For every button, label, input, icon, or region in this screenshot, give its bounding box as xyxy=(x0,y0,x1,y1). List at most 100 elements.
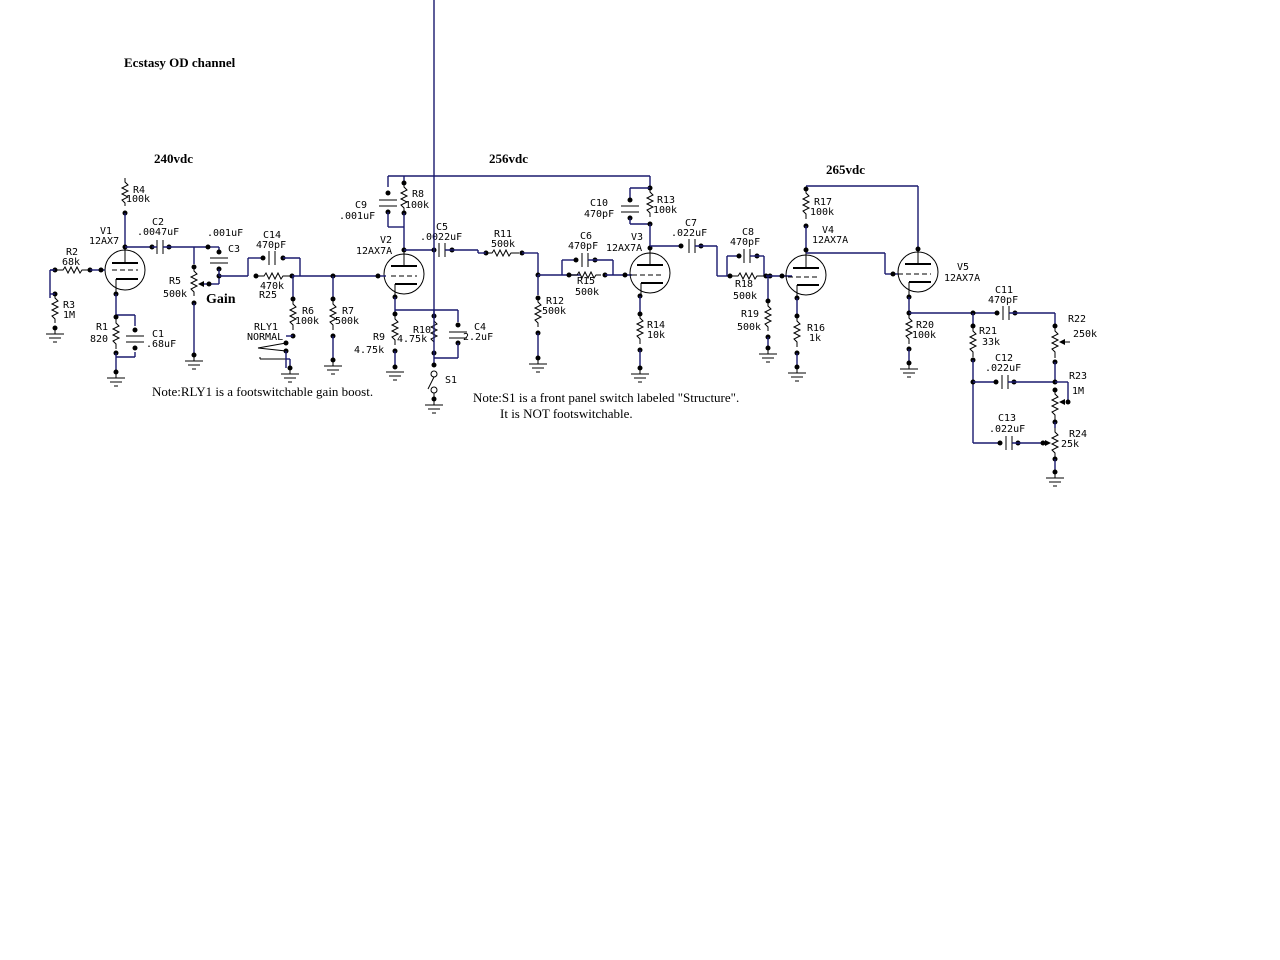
label-c1: C1 xyxy=(152,329,164,340)
potentiometer-r22[interactable]: R22 250k xyxy=(1050,314,1097,365)
value-r17: 100k xyxy=(810,207,834,218)
value-c9: .001uF xyxy=(339,211,375,222)
resistor-r21 xyxy=(968,326,978,357)
label-c13: C13 xyxy=(998,413,1016,424)
tube-v1 xyxy=(104,247,146,293)
potentiometer-r23[interactable]: R23 1M xyxy=(1050,371,1087,425)
label-r21: R21 xyxy=(979,326,997,337)
gain-label: Gain xyxy=(206,292,236,307)
label-r3: R3 xyxy=(63,300,75,311)
value-c3: .001uF xyxy=(207,228,243,239)
label-c7: C7 xyxy=(685,218,697,229)
value-r23: 1M xyxy=(1072,386,1084,397)
label-r20: R20 xyxy=(916,320,934,331)
value-r6: 100k xyxy=(295,316,319,327)
resistor-r25 xyxy=(256,271,290,281)
value-r15: 500k xyxy=(575,287,599,298)
value-r16: 1k xyxy=(809,333,821,344)
tube-v2 xyxy=(383,250,425,297)
resistor-r14 xyxy=(635,314,645,344)
stage-v3: R12 500k C6 470pF R15 500k C10 470pF xyxy=(528,176,718,383)
resistor-r9 xyxy=(390,314,400,345)
relay-rly1[interactable]: RLY1 NORMAL xyxy=(247,322,300,383)
label-r2: R2 xyxy=(66,247,78,258)
label-c5: C5 xyxy=(436,222,448,233)
label-c2: C2 xyxy=(152,217,164,228)
boost-network: C14 470pF 470k R25 R6 100k R xyxy=(247,230,381,383)
label-c9: C9 xyxy=(355,200,367,211)
label-s1: S1 xyxy=(445,375,457,386)
label-v3: V3 xyxy=(631,232,643,243)
label-r11: R11 xyxy=(494,229,512,240)
stage-v1: R4 100k V1 12AX7 R2 68k R3 xyxy=(45,178,210,387)
value-c7: .022uF xyxy=(671,228,707,239)
tube-v4 xyxy=(785,250,827,297)
resistor-r19 xyxy=(763,301,773,331)
stage-v2: C9 .001uF R8 100k V2 12AX7A C5 .0022uF xyxy=(339,0,650,414)
value-c10: 470pF xyxy=(584,209,614,220)
label-r22: R22 xyxy=(1068,314,1086,325)
label-r14: R14 xyxy=(647,320,665,331)
label-v4: V4 xyxy=(822,225,834,236)
label-r15: R15 xyxy=(577,276,595,287)
value-r3: 1M xyxy=(63,310,75,321)
value-r19: 500k xyxy=(737,322,761,333)
label-v5: V5 xyxy=(957,262,969,273)
value-c4: 2.2uF xyxy=(463,332,493,343)
value-c13: .022uF xyxy=(989,424,1025,435)
potentiometer-r5[interactable] xyxy=(189,267,199,296)
label-c4: C4 xyxy=(474,322,486,333)
value-c1: .68uF xyxy=(146,339,176,350)
resistor-r13 xyxy=(645,188,655,217)
resistor-r1 xyxy=(111,317,121,349)
value-r12: 500k xyxy=(542,306,566,317)
label-r10: R10 xyxy=(413,325,431,336)
tube-v3 xyxy=(629,248,671,296)
label-r13: R13 xyxy=(657,195,675,206)
stage-v5-tonestack: V5 12AX7A R20 100k C11 470pF R21 33k xyxy=(897,186,1097,487)
resistor-r20 xyxy=(904,313,914,344)
type-v3: 12AX7A xyxy=(606,243,642,254)
gain-control[interactable]: R5 500k Gain C3 .001uF xyxy=(163,228,248,370)
supply-voltage-265: 265vdc xyxy=(826,162,865,177)
label-v2: V2 xyxy=(380,235,392,246)
resistor-r7 xyxy=(328,299,338,330)
label-r16: R16 xyxy=(807,323,825,334)
potentiometer-r24[interactable]: R24 25k xyxy=(1045,428,1087,462)
label-c12: C12 xyxy=(995,353,1013,364)
label-r5: R5 xyxy=(169,276,181,287)
type-v5: 12AX7A xyxy=(944,273,980,284)
resistor-r12 xyxy=(533,298,543,327)
resistor-r16 xyxy=(792,316,802,347)
type-v1: 12AX7 xyxy=(89,236,119,247)
note-s1-line1: Note:S1 is a front panel switch labeled … xyxy=(473,390,739,405)
resistor-r15 xyxy=(569,270,601,280)
tube-v5 xyxy=(897,250,939,297)
label-r12: R12 xyxy=(546,296,564,307)
label-c6: C6 xyxy=(580,231,592,242)
label-c8: C8 xyxy=(742,227,754,238)
value-c8: 470pF xyxy=(730,237,760,248)
label-r18: R18 xyxy=(735,279,753,290)
value-r24: 25k xyxy=(1061,439,1079,450)
switch-s1[interactable]: S1 xyxy=(427,362,457,394)
resistor-r11 xyxy=(486,248,519,258)
value-r13: 100k xyxy=(653,205,677,216)
value-c2: .0047uF xyxy=(137,227,179,238)
label-r9: R9 xyxy=(373,332,385,343)
relay-state: NORMAL xyxy=(247,332,283,343)
label-r23: R23 xyxy=(1069,371,1087,382)
resistor-r18 xyxy=(730,271,765,281)
resistor-r8 xyxy=(399,183,409,211)
supply-voltage-240: 240vdc xyxy=(154,151,193,166)
label-r25: R25 xyxy=(259,290,277,301)
label-v1: V1 xyxy=(100,226,112,237)
value-c6: 470pF xyxy=(568,241,598,252)
value-r4: 100k xyxy=(126,194,150,205)
value-r20: 100k xyxy=(912,330,936,341)
label-r4: R4 xyxy=(133,185,145,196)
label-r17: R17 xyxy=(814,197,832,208)
label-c3: C3 xyxy=(228,244,240,255)
value-r9: 4.75k xyxy=(354,345,384,356)
